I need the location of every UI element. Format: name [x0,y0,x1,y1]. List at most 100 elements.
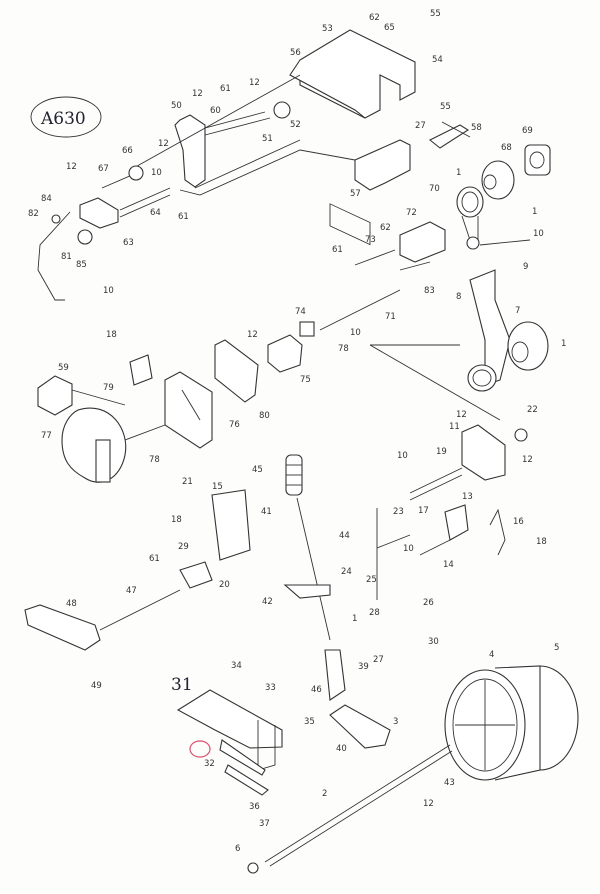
part-25-23 [376,508,411,600]
part-label-7: 7 [515,306,520,316]
part-label-66: 66 [122,146,133,156]
part-label-34: 34 [231,661,242,671]
part-block-11 [461,424,528,481]
part-wire-81 [37,211,71,301]
part-label-40: 40 [336,744,347,754]
part-frame-53 [289,29,416,246]
handwritten-part-31: 31 [171,675,193,695]
part-label-18: 18 [171,515,182,525]
part-label-27: 27 [415,121,426,131]
part-label-78: 78 [338,344,349,354]
part-label-61: 61 [220,84,231,94]
part-label-52: 52 [290,120,301,130]
part-label-62: 62 [369,13,380,23]
part-label-54: 54 [432,55,443,65]
part-label-33: 33 [265,683,276,693]
part-75-74 [267,321,315,373]
part-label-78: 78 [149,455,160,465]
part-needle-plate-31 [176,689,283,796]
part-label-73: 73 [365,235,376,245]
part-presser-foot-40 [324,649,391,749]
part-label-56: 56 [290,48,301,58]
part-label-4: 4 [489,650,494,660]
shafts-right-mid [409,467,506,556]
part-label-1: 1 [352,614,357,624]
part-main-shaft-2 [247,744,453,874]
part-label-27: 27 [373,655,384,665]
part-58 [428,121,471,149]
part-label-25: 25 [366,575,377,585]
part-label-84: 84 [41,194,52,204]
part-label-57: 57 [350,189,361,199]
part-bracket-15-20 [179,489,251,589]
part-label-15: 15 [212,482,223,492]
part-label-11: 11 [449,422,460,432]
part-label-18: 18 [536,537,547,547]
part-label-50: 50 [171,101,182,111]
part-label-28: 28 [369,608,380,618]
part-label-63: 63 [123,238,134,248]
part-label-70: 70 [429,184,440,194]
part-label-41: 41 [261,507,272,517]
part-label-36: 36 [249,802,260,812]
part-label-64: 64 [150,208,161,218]
part-label-79: 79 [103,383,114,393]
part-label-20: 20 [219,580,230,590]
part-label-29: 29 [178,542,189,552]
part-label-83: 83 [424,286,435,296]
part-label-62: 62 [380,223,391,233]
part-label-8: 8 [456,292,461,302]
part-label-12: 12 [522,455,533,465]
guide-lines [179,149,356,196]
part-label-71: 71 [385,312,396,322]
part-rod-70 [456,186,484,250]
circled-highlight [189,740,211,758]
part-label-10: 10 [403,544,414,554]
part-label-21: 21 [182,477,193,487]
shafts-middle [319,221,531,421]
part-label-12: 12 [249,78,260,88]
part-label-76: 76 [229,420,240,430]
part-label-42: 42 [262,597,273,607]
part-label-12: 12 [192,89,203,99]
part-label-68: 68 [501,143,512,153]
part-label-69: 69 [522,126,533,136]
part-label-12: 12 [247,330,258,340]
part-label-39: 39 [358,662,369,672]
part-label-80: 80 [259,411,270,421]
part-label-45: 45 [252,465,263,475]
part-label-16: 16 [513,517,524,527]
shafts-upper-left [101,74,301,218]
part-knob-77 [61,407,166,483]
part-lever-47-48 [24,589,181,651]
part-label-77: 77 [41,431,52,441]
part-label-10: 10 [350,328,361,338]
part-cam-7 [507,321,549,371]
part-label-5: 5 [554,643,559,653]
part-label-10: 10 [151,168,162,178]
part-label-82: 82 [28,209,39,219]
part-arm-8 [467,269,511,392]
part-label-72: 72 [406,208,417,218]
part-label-81: 81 [61,252,72,262]
part-label-26: 26 [423,598,434,608]
part-cam-68-69 [481,144,551,200]
part-label-55: 55 [430,9,441,19]
part-label-67: 67 [98,164,109,174]
part-label-24: 24 [341,567,352,577]
part-label-1: 1 [532,207,537,217]
part-label-6: 6 [235,844,240,854]
part-label-61: 61 [178,212,189,222]
part-label-17: 17 [418,506,429,516]
part-label-35: 35 [304,717,315,727]
part-link-63 [77,197,119,245]
part-label-18: 18 [106,330,117,340]
part-label-55: 55 [440,102,451,112]
part-label-75: 75 [300,375,311,385]
part-label-61: 61 [149,554,160,564]
part-label-30: 30 [428,637,439,647]
part-label-22: 22 [527,405,538,415]
part-label-60: 60 [210,106,221,116]
